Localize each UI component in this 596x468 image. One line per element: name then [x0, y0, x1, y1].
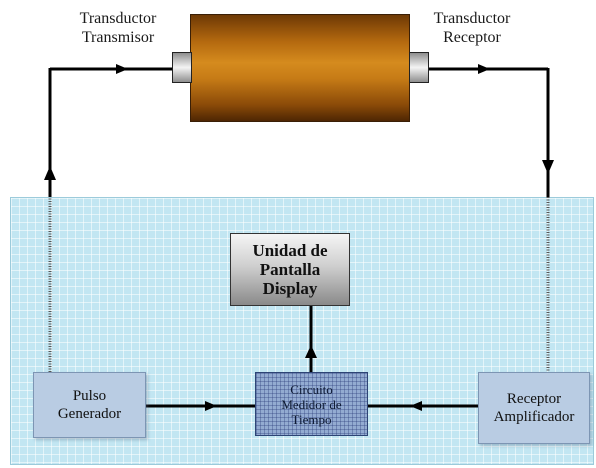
- display-unit-box: Unidad de Pantalla Display: [230, 233, 350, 306]
- transmitter-transducer: [172, 52, 192, 83]
- arrow-right-bottom: [205, 401, 217, 411]
- arrow-right-top-left: [116, 64, 128, 74]
- arrow-down-right: [542, 160, 554, 174]
- arrow-up-center: [305, 345, 317, 358]
- pulse-generator-box: Pulso Generador: [33, 372, 146, 438]
- timing-circuit-box: Circuito Medidor de Tiempo: [255, 372, 368, 436]
- arrow-left-bottom: [410, 401, 422, 411]
- receiver-amplifier-box: Receptor Amplificador: [478, 372, 590, 444]
- arrow-right-top-right: [478, 64, 490, 74]
- transmitter-transducer-label: Transductor Transmisor: [62, 9, 174, 47]
- receiver-transducer-label: Transductor Receptor: [416, 9, 528, 47]
- pipe-body: [190, 14, 410, 122]
- receiver-transducer: [409, 52, 429, 83]
- arrow-up-left: [44, 166, 56, 180]
